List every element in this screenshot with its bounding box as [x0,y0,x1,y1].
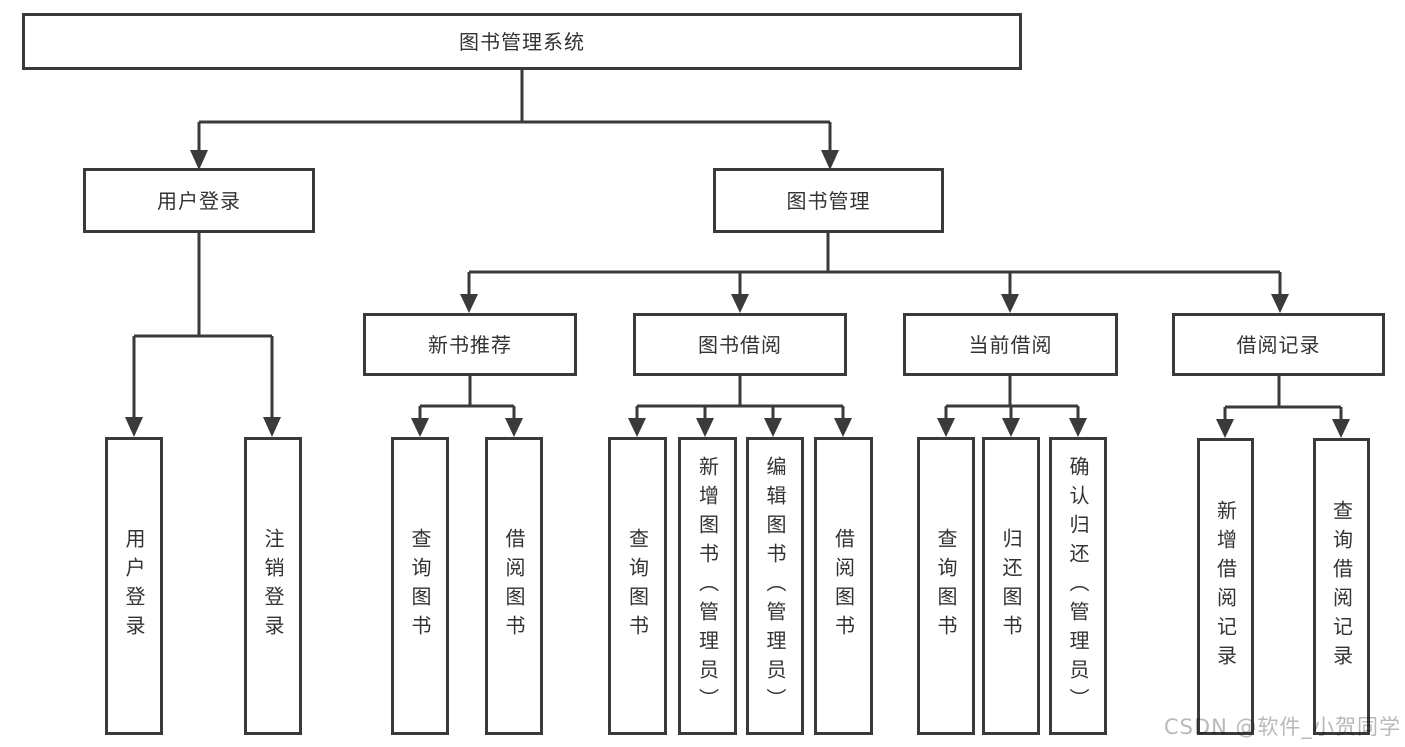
node-label: 新增图书（管理员） [695,455,720,717]
node-label: 查询图书 [625,528,650,644]
node-label: 图书管理 [786,188,871,213]
node-label: 查询图书 [408,528,432,644]
node-label: 确认归还（管理员） [1066,455,1090,717]
node-library-system: 图书管理系统 [22,13,1022,70]
leaf-query-borrow-record: 查询借阅记录 [1313,438,1370,735]
leaf-return-books: 归还图书 [982,437,1040,735]
leaf-query-books-current: 查询图书 [917,437,975,735]
node-label: 借阅图书 [831,528,856,644]
leaf-add-book-admin: 新增图书（管理员） [678,437,737,735]
leaf-logout: 注销登录 [244,437,302,735]
leaf-confirm-return-admin: 确认归还（管理员） [1049,437,1107,735]
csdn-watermark: CSDN @软件_小贺同学 [1163,715,1401,739]
node-label: 新增借阅记录 [1213,499,1238,674]
node-book-management: 图书管理 [713,168,944,233]
leaf-user-login: 用户登录 [105,437,163,735]
node-user-login: 用户登录 [83,168,315,233]
node-label: 图书借阅 [698,332,782,357]
leaf-add-borrow-record: 新增借阅记录 [1197,438,1254,735]
node-label: 查询借阅记录 [1329,499,1354,674]
node-label: 当前借阅 [968,332,1053,357]
node-label: 用户登录 [122,528,146,644]
node-label: 新书推荐 [428,332,512,357]
node-label: 借阅图书 [502,528,526,644]
leaf-query-books-borrow: 查询图书 [608,437,667,735]
leaf-query-books-recommend: 查询图书 [391,437,449,735]
node-label: 编辑图书（管理员） [763,455,787,717]
node-label: 用户登录 [157,188,241,213]
node-current-borrow: 当前借阅 [903,313,1118,376]
node-label: 归还图书 [999,528,1023,644]
node-book-borrow: 图书借阅 [633,313,847,376]
node-label: 图书管理系统 [459,29,585,54]
node-label: 查询图书 [934,528,958,644]
node-label: 借阅记录 [1236,332,1321,357]
leaf-borrow-books: 借阅图书 [814,437,873,735]
node-label: 注销登录 [261,528,285,644]
node-new-book-recommend: 新书推荐 [363,313,577,376]
leaf-borrow-books-recommend: 借阅图书 [485,437,543,735]
leaf-edit-book-admin: 编辑图书（管理员） [746,437,804,735]
node-borrow-records: 借阅记录 [1172,313,1385,376]
